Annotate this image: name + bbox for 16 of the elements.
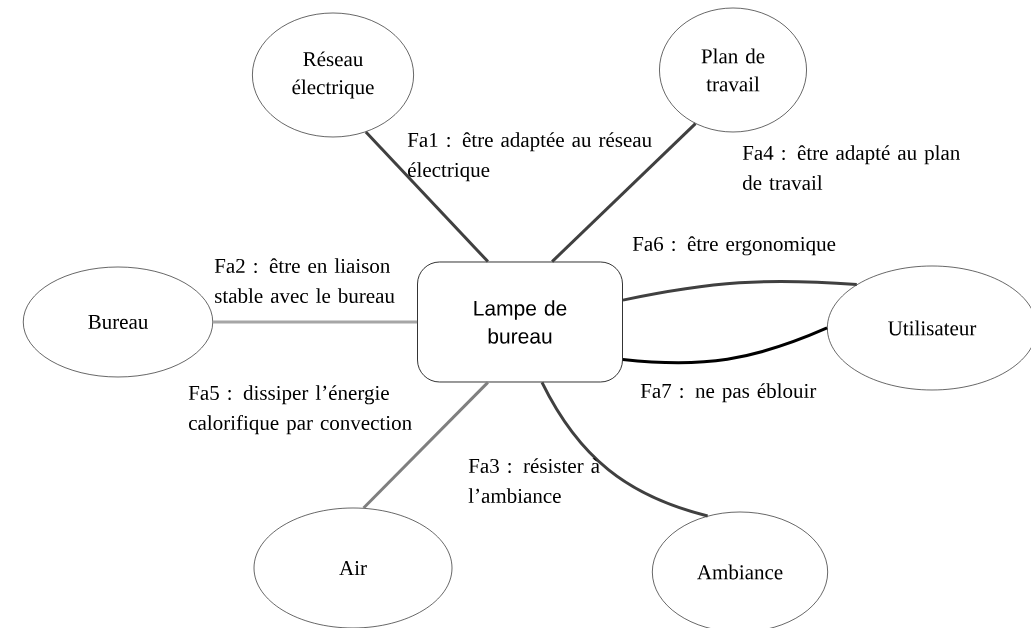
rounded-box: Lampe de bureau [417,261,623,383]
edge-label: Fa7 : ne pas éblouir [640,383,817,403]
edge-label: Fa5 : dissiper l’énergie calorifique par convection [188,385,412,435]
connector-line [213,320,418,324]
edge-label: Fa2 : être en liaison stable avec le bureau [214,258,395,303]
connector-line [362,381,489,510]
connector-line [551,122,697,263]
connector-line [622,279,857,302]
ellipse-node: Bureau [22,266,214,378]
connector-line [540,381,709,518]
connector-line [364,130,489,263]
connector-line [622,326,828,365]
ellipse-node: Plan de travail [659,7,807,133]
edge-label: Fa4 : être adapté au plan de travail [742,145,960,190]
edge-label: Fa6 : être ergonomique [632,236,836,256]
edge-label: Fa3 : résister à l’ambiance [468,458,600,503]
